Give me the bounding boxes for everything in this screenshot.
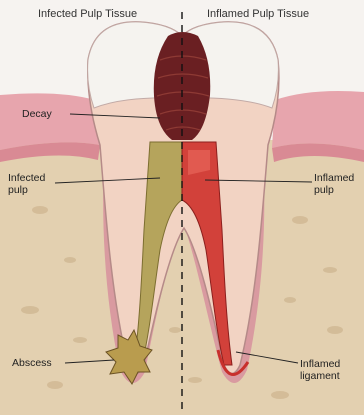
decay-cavity (154, 32, 210, 140)
label-infected-pulp-line1: Infected (8, 172, 45, 184)
header-infected-pulp-tissue: Infected Pulp Tissue (38, 8, 137, 20)
gum-tissue (0, 93, 100, 150)
label-inflamed-pulp-line1: Inflamed (314, 172, 354, 184)
label-decay: Decay (22, 108, 52, 120)
label-inflamed-ligament-line2: ligament (300, 370, 340, 382)
label-inflamed-pulp-line2: pulp (314, 184, 334, 196)
header-inflamed-pulp-tissue: Inflamed Pulp Tissue (207, 8, 309, 20)
label-infected-pulp-line2: pulp (8, 184, 28, 196)
label-inflamed-ligament-line1: Inflamed (300, 358, 340, 370)
gum-tissue-right (272, 91, 364, 150)
label-abscess: Abscess (12, 357, 52, 369)
